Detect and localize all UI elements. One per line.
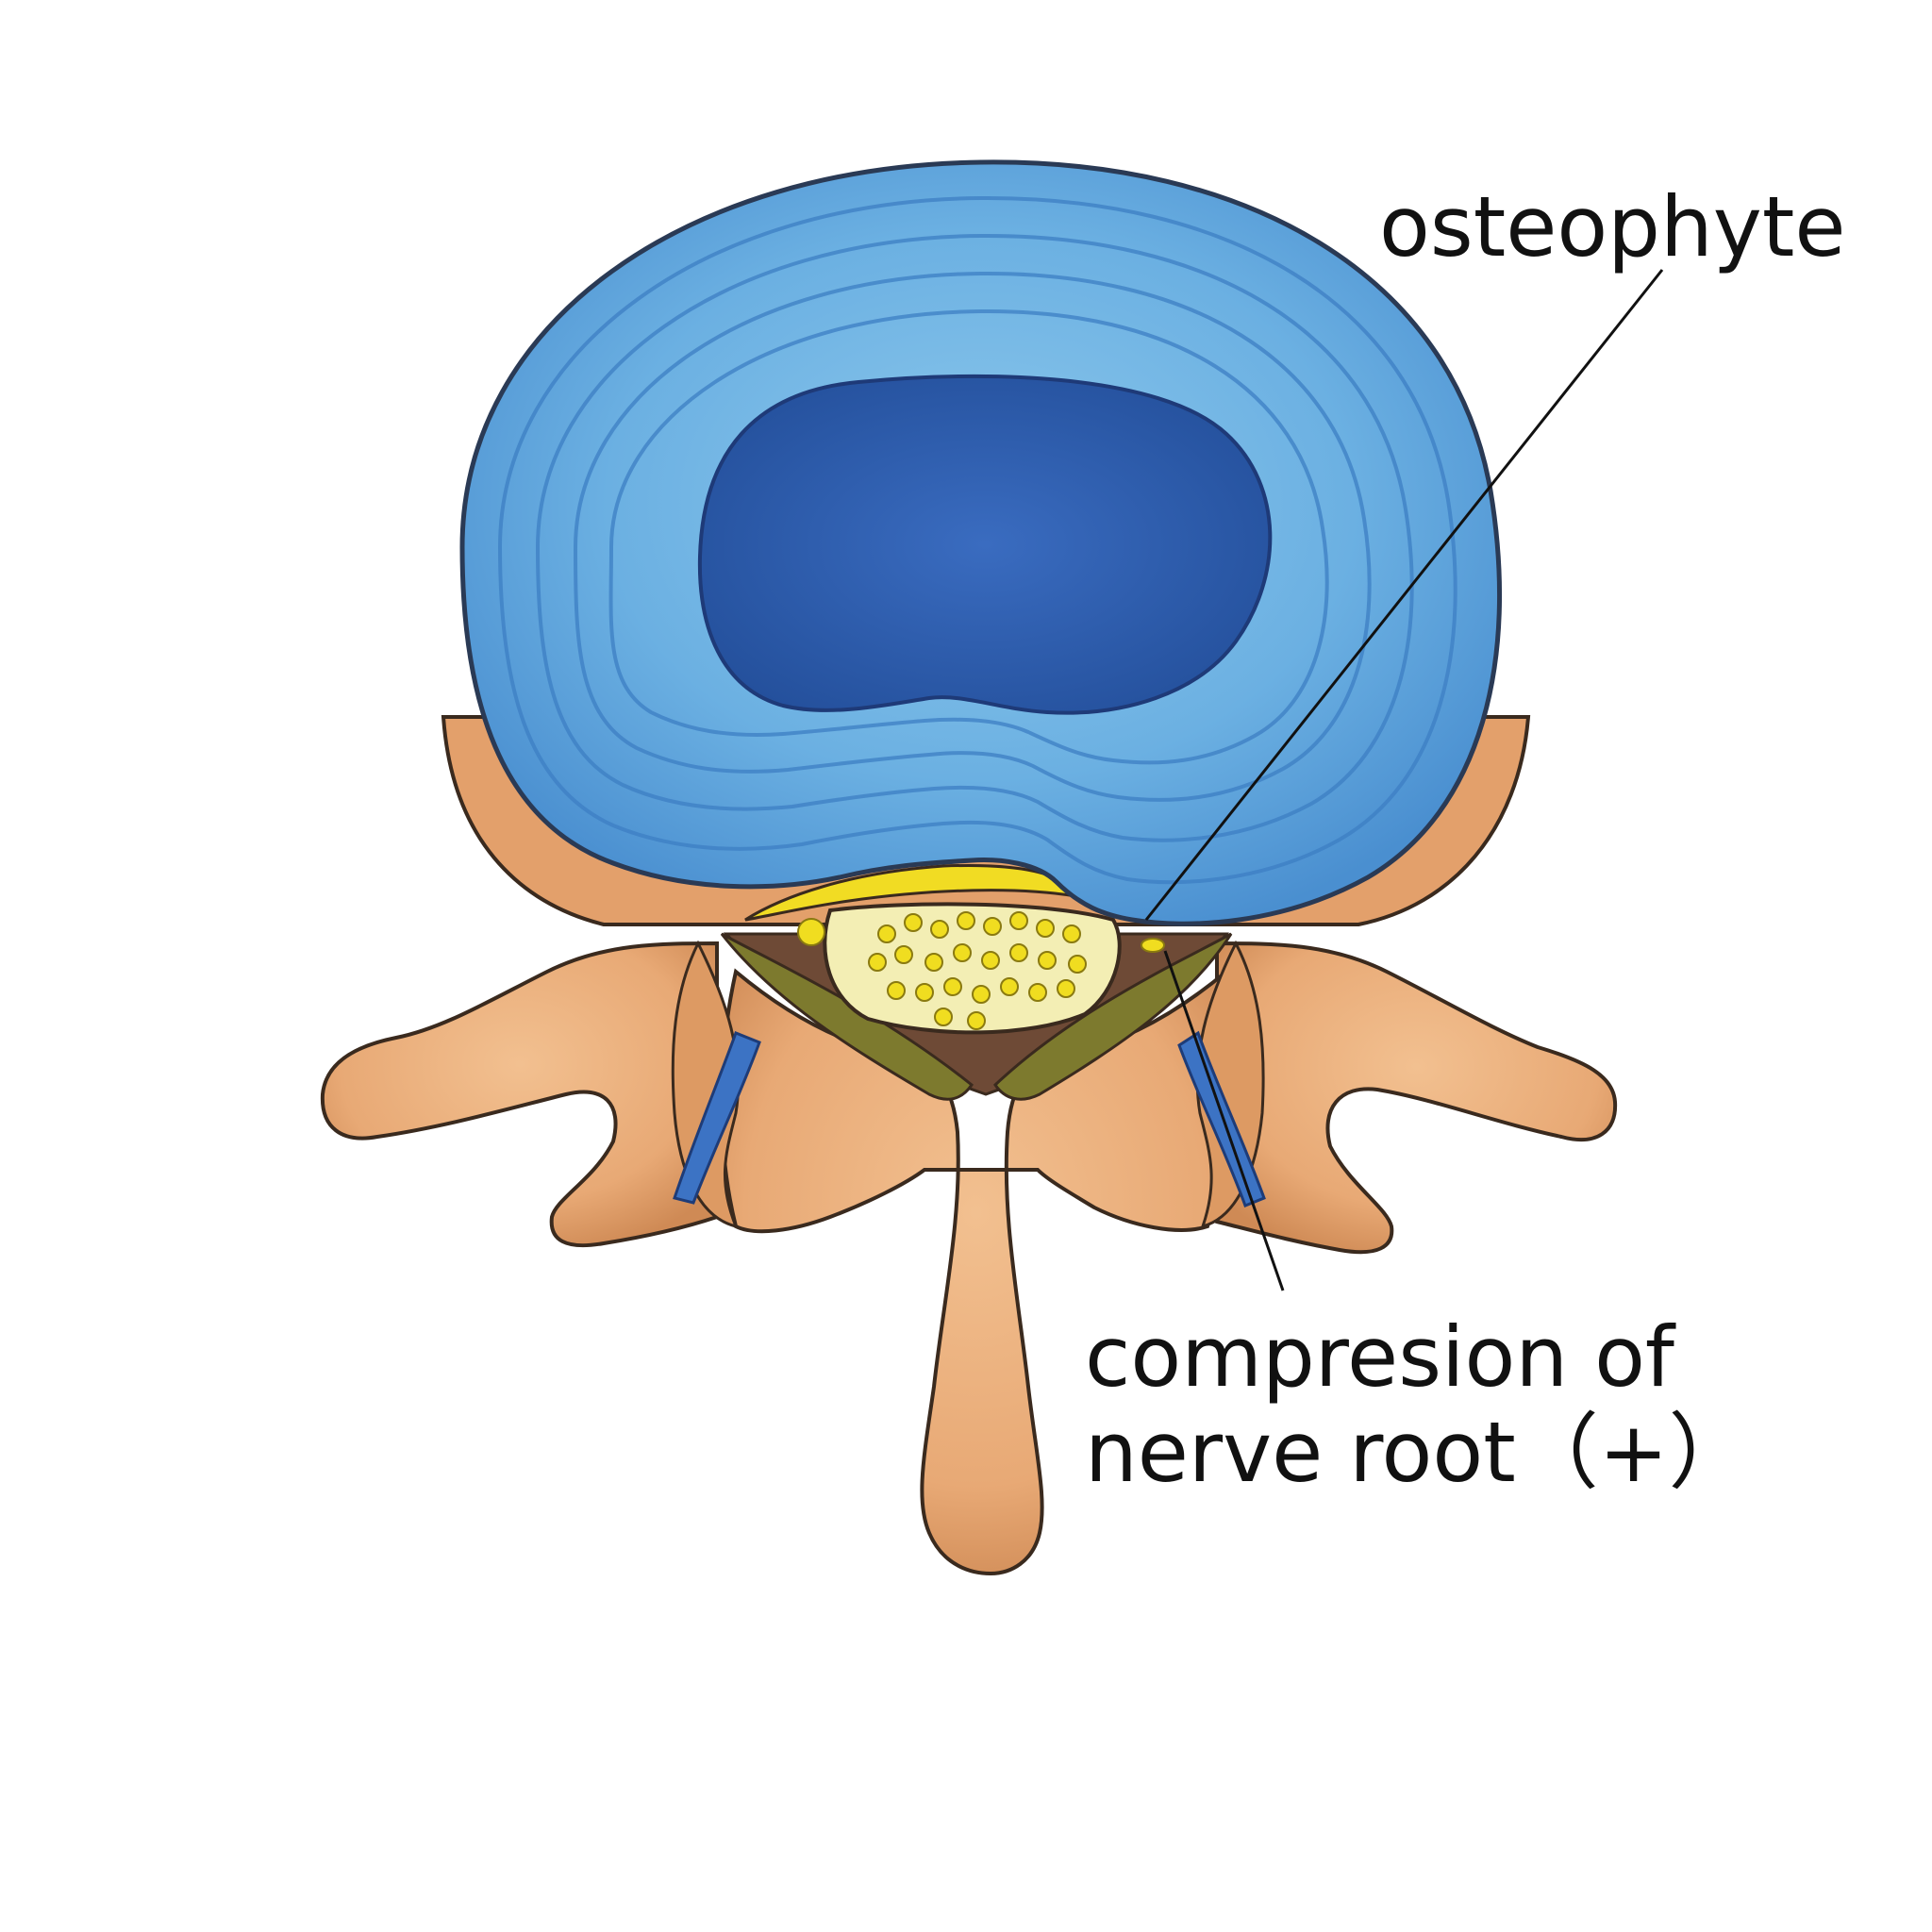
left-nerve-root [797, 918, 825, 946]
compression-leader-line [1163, 950, 1285, 1291]
intervertebral-disc [459, 159, 1503, 926]
spinous-process [720, 968, 1232, 1576]
left-transverse-process [320, 941, 719, 1248]
compression-label-line-1: compresion of [1085, 1308, 1674, 1406]
compression-label-line-2: nerve root（+） [1085, 1404, 1752, 1502]
osteophyte-leader-line [1144, 269, 1664, 921]
ligamentum-flavum-left [720, 932, 974, 1101]
cauda-equina [868, 911, 1087, 1030]
right-transverse-process [1215, 941, 1618, 1255]
compression-label: compresion of nerve root（+） [1085, 1308, 1752, 1502]
nucleus-pulposus [697, 374, 1273, 715]
osteophyte-label: osteophyte [1379, 178, 1846, 275]
right-foramen [1177, 1030, 1266, 1208]
annulus-lamellae [497, 195, 1457, 885]
right-nerve-root-compressed [1141, 938, 1165, 953]
spinal-canal [720, 902, 1233, 1101]
left-foramen [673, 1031, 761, 1205]
